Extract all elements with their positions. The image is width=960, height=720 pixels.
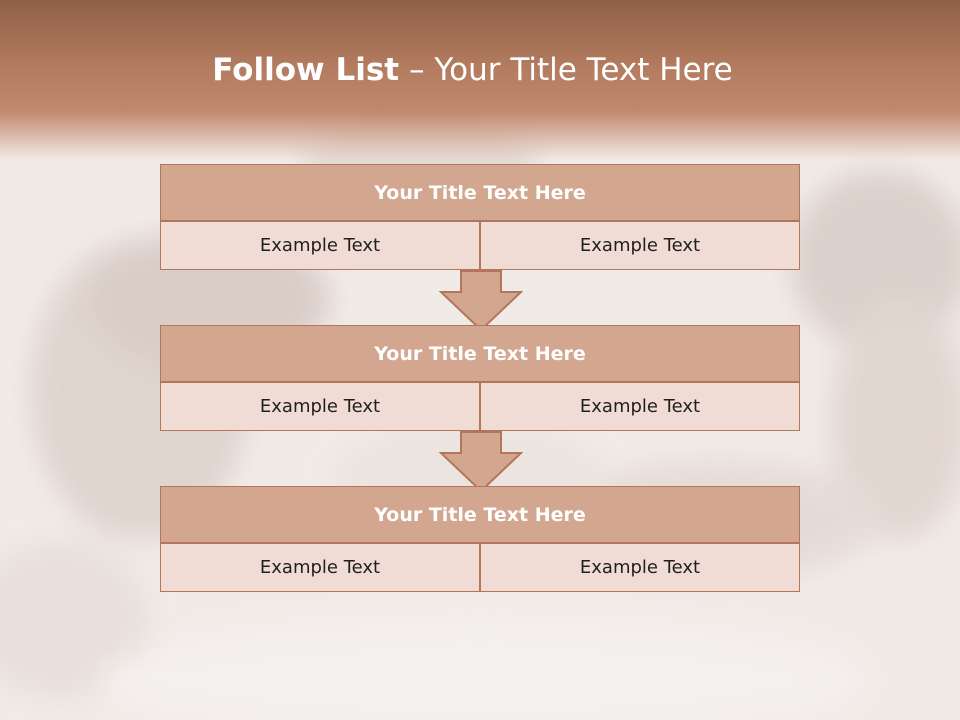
- step-3-title: Your Title Text Here: [160, 486, 800, 543]
- step-2-left-text: Example Text: [160, 382, 480, 431]
- step-1-title: Your Title Text Here: [160, 164, 800, 221]
- list-step-3: Your Title Text Here Example Text Exampl…: [160, 486, 800, 592]
- step-1-left-text: Example Text: [160, 221, 480, 270]
- down-arrow-2: [439, 431, 523, 493]
- list-step-1: Your Title Text Here Example Text Exampl…: [160, 164, 800, 270]
- step-1-right-text: Example Text: [480, 221, 800, 270]
- step-2-right-text: Example Text: [480, 382, 800, 431]
- list-step-2: Your Title Text Here Example Text Exampl…: [160, 325, 800, 431]
- step-3-left-text: Example Text: [160, 543, 480, 592]
- slide-title-rest: – Your Title Text Here: [399, 52, 733, 88]
- slide-title: Follow List – Your Title Text Here: [0, 52, 945, 88]
- step-2-title: Your Title Text Here: [160, 325, 800, 382]
- slide-title-bold: Follow List: [212, 52, 400, 88]
- down-arrow-1: [439, 270, 523, 332]
- title-band: [0, 0, 960, 160]
- step-3-right-text: Example Text: [480, 543, 800, 592]
